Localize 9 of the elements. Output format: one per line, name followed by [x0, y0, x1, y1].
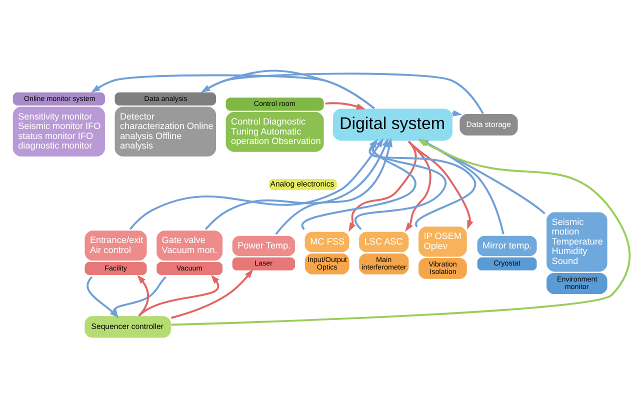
arrow: [325, 102, 366, 109]
arrow: [419, 138, 546, 214]
arrow: [136, 274, 150, 316]
arrow: [200, 69, 375, 109]
arrow: [138, 274, 220, 316]
arrow: [170, 268, 254, 318]
arrow: [408, 140, 474, 229]
arrow: [419, 138, 504, 234]
node-box: Digital system: [332, 108, 452, 140]
